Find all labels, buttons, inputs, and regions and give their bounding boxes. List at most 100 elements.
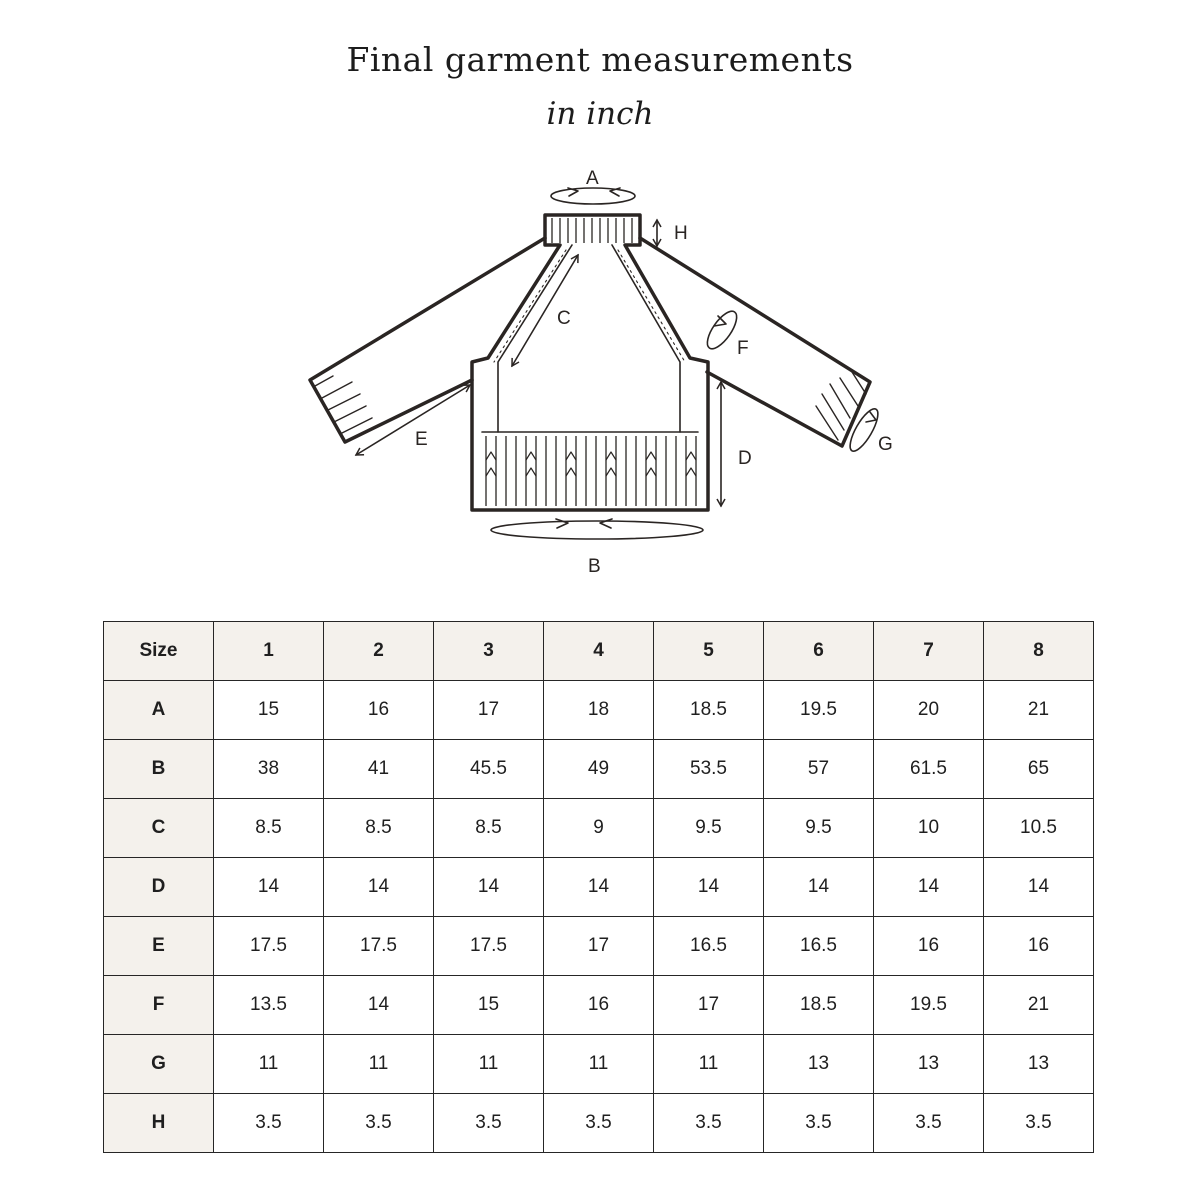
table-cell: 14: [323, 857, 434, 917]
table-cell: 19.5: [763, 680, 874, 740]
table-cell: 45.5: [433, 739, 544, 799]
table-cell: 3.5: [323, 1093, 434, 1153]
header-cell: 8: [983, 621, 1094, 681]
table-cell: 10: [873, 798, 984, 858]
table-cell: 9: [543, 798, 654, 858]
table-cell: 53.5: [653, 739, 764, 799]
table-cell: 16.5: [653, 916, 764, 976]
table-cell: 16.5: [763, 916, 874, 976]
row-label: F: [103, 975, 214, 1035]
label-h: H: [674, 223, 688, 244]
header-cell: 1: [213, 621, 324, 681]
table-cell: 17: [653, 975, 764, 1035]
table-header-row: Size 1 2 3 4 5 6 7 8: [103, 621, 1094, 681]
table-cell: 41: [323, 739, 434, 799]
table-cell: 13.5: [213, 975, 324, 1035]
header-cell: 4: [543, 621, 654, 681]
table-cell: 16: [543, 975, 654, 1035]
table-cell: 15: [213, 680, 324, 740]
table-cell: 11: [323, 1034, 434, 1094]
label-a: A: [586, 168, 599, 189]
row-label: G: [103, 1034, 214, 1094]
table-cell: 19.5: [873, 975, 984, 1035]
measure-e: E: [354, 384, 472, 456]
table-cell: 8.5: [323, 798, 434, 858]
row-label: B: [103, 739, 214, 799]
table-cell: 21: [983, 975, 1094, 1035]
table-cell: 14: [543, 857, 654, 917]
row-label: D: [103, 857, 214, 917]
table-cell: 14: [213, 857, 324, 917]
table-cell: 3.5: [653, 1093, 764, 1153]
table-cell: 11: [213, 1034, 324, 1094]
page-title: Final garment measurements: [346, 40, 854, 79]
table-cell: 8.5: [433, 798, 544, 858]
table-cell: 13: [873, 1034, 984, 1094]
table-cell: 14: [653, 857, 764, 917]
table-cell: 17: [433, 680, 544, 740]
label-f: F: [737, 338, 749, 359]
label-b: B: [588, 556, 601, 577]
table-cell: 20: [873, 680, 984, 740]
table-cell: 14: [873, 857, 984, 917]
table-cell: 18.5: [763, 975, 874, 1035]
table-cell: 17.5: [433, 916, 544, 976]
header-cell: Size: [103, 621, 214, 681]
table-cell: 14: [323, 975, 434, 1035]
label-c: C: [557, 308, 571, 329]
table-cell: 13: [763, 1034, 874, 1094]
table-cell: 3.5: [873, 1093, 984, 1153]
table-cell: 3.5: [983, 1093, 1094, 1153]
measure-g: G: [849, 408, 893, 455]
table-cell: 11: [433, 1034, 544, 1094]
label-d: D: [738, 448, 752, 469]
page-subtitle: in inch: [546, 96, 654, 132]
table-cell: 16: [873, 916, 984, 976]
row-label: A: [103, 680, 214, 740]
sweater-schematic: A H C F D E G B: [308, 168, 893, 577]
measure-d: D: [716, 380, 752, 508]
header-cell: 3: [433, 621, 544, 681]
row-label: H: [103, 1093, 214, 1153]
table-cell: 9.5: [653, 798, 764, 858]
measure-h: H: [652, 218, 688, 248]
measure-a: A: [550, 168, 636, 205]
header-cell: 2: [323, 621, 434, 681]
table-cell: 15: [433, 975, 544, 1035]
row-label: C: [103, 798, 214, 858]
table-cell: 17: [543, 916, 654, 976]
table-cell: 18: [543, 680, 654, 740]
table-cell: 3.5: [433, 1093, 544, 1153]
table-cell: 14: [983, 857, 1094, 917]
table-cell: 11: [543, 1034, 654, 1094]
measure-c: C: [511, 253, 579, 368]
table-cell: 8.5: [213, 798, 324, 858]
table-cell: 9.5: [763, 798, 874, 858]
table-cell: 17.5: [323, 916, 434, 976]
table-cell: 3.5: [213, 1093, 324, 1153]
table-cell: 49: [543, 739, 654, 799]
table-cell: 17.5: [213, 916, 324, 976]
table-cell: 10.5: [983, 798, 1094, 858]
row-label: E: [103, 916, 214, 976]
label-e: E: [415, 429, 428, 450]
table-cell: 57: [763, 739, 874, 799]
header-cell: 5: [653, 621, 764, 681]
header-cell: 6: [763, 621, 874, 681]
table-cell: 14: [763, 857, 874, 917]
table-cell: 3.5: [543, 1093, 654, 1153]
table-cell: 14: [433, 857, 544, 917]
label-g: G: [878, 434, 893, 455]
table-cell: 11: [653, 1034, 764, 1094]
measure-f: F: [706, 310, 749, 359]
table-cell: 3.5: [763, 1093, 874, 1153]
header-cell: 7: [873, 621, 984, 681]
